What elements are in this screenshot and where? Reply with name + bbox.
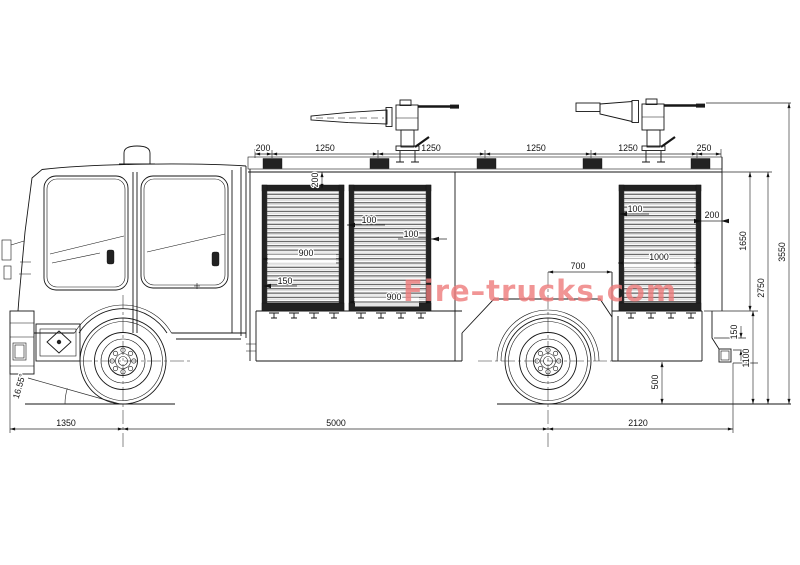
roller-shutter-middle xyxy=(348,184,432,319)
dimension-label: 2120 xyxy=(628,418,648,428)
dimension-label: 1000 xyxy=(649,252,669,262)
dimension-label: 1650 xyxy=(738,231,748,251)
front-door-handle xyxy=(106,249,115,265)
cab-rear-edge xyxy=(240,166,247,338)
top-dimension-chain xyxy=(254,149,722,158)
b-pillar xyxy=(132,172,138,333)
monitor-barrel-tip xyxy=(575,102,601,112)
front-mirror xyxy=(1,239,25,280)
rear-wheel-arch xyxy=(461,298,613,334)
dimension-lines xyxy=(9,102,791,433)
deck-hatches xyxy=(262,158,711,169)
shutter-handles xyxy=(269,312,339,319)
dimension-label: 200 xyxy=(705,210,720,220)
dimension-label: 1250 xyxy=(315,143,335,153)
monitor-base xyxy=(395,145,420,151)
detail-dimensions xyxy=(261,171,729,307)
cargo-body xyxy=(246,156,732,363)
dimension-label: 900 xyxy=(299,248,314,258)
roller-shutter-rear xyxy=(618,184,702,319)
bottom-dimension-chain xyxy=(9,363,734,433)
beacon-icon xyxy=(119,145,155,165)
rear-door-handle xyxy=(211,251,220,267)
cab-bottom-edge xyxy=(34,332,246,340)
monitor-barrel xyxy=(599,101,633,123)
front-wheel xyxy=(55,295,192,447)
dimension-label: 500 xyxy=(650,375,660,390)
dimension-label: 100 xyxy=(628,204,643,214)
cab xyxy=(1,145,247,405)
rear-frame-edge xyxy=(711,311,720,350)
front-axle-centerlines xyxy=(55,295,192,447)
height-dimensions xyxy=(660,102,791,405)
dimension-label: 200 xyxy=(310,173,320,188)
dimension-label: 1250 xyxy=(526,143,546,153)
shutter-handles xyxy=(626,312,696,319)
rear-tow-box xyxy=(718,348,732,363)
front-bumper xyxy=(9,310,35,375)
dimension-label: 100 xyxy=(404,229,419,239)
dimension-label: 5000 xyxy=(326,418,346,428)
dimension-label: 2750 xyxy=(756,278,766,298)
side-skirt-front xyxy=(255,310,463,362)
monitor-body xyxy=(395,104,419,131)
dimension-label: 200 xyxy=(256,143,271,153)
rear-fender-arc-outer xyxy=(496,309,600,362)
monitor-lever xyxy=(414,136,430,148)
battery-step-box xyxy=(35,323,81,362)
dimension-label: 900 xyxy=(387,292,402,302)
dimension-label: 1350 xyxy=(56,418,76,428)
dimension-label: 100 xyxy=(362,215,377,225)
dimension-label: 1250 xyxy=(421,143,441,153)
fog-lamp xyxy=(12,342,27,361)
watermark: Fire–trucks.com xyxy=(403,274,677,308)
side-skirt-rear xyxy=(611,310,703,362)
rear-tow-box-inner xyxy=(720,350,730,361)
monitor-lever xyxy=(660,136,676,148)
roller-shutter-front xyxy=(261,184,345,319)
window-interior-lines xyxy=(49,233,226,264)
monitor-base xyxy=(641,145,666,151)
water-monitor-front xyxy=(310,99,459,163)
dimension-label: 700 xyxy=(571,261,586,271)
rear-axle-centerlines xyxy=(478,272,620,447)
dimension-label: 1100 xyxy=(741,348,751,367)
monitor-barrel xyxy=(310,109,388,125)
dimension-label: 250 xyxy=(697,143,712,153)
dimension-label: 150 xyxy=(729,325,739,340)
shutter-handles xyxy=(356,312,426,319)
front-panel-lines xyxy=(19,261,31,275)
cab-roof-front-outline xyxy=(17,163,247,312)
dimension-label: 1250 xyxy=(618,143,638,153)
door-lock-mark xyxy=(194,283,200,289)
dimension-label: 3550 xyxy=(777,242,787,262)
crew-cab-windows xyxy=(43,175,229,291)
chassis-link xyxy=(246,343,256,352)
water-monitor-rear xyxy=(575,98,705,163)
dimension-label: 150 xyxy=(278,276,293,286)
dimension-label: 16.55° xyxy=(11,373,28,400)
rear-wheel xyxy=(478,272,620,447)
